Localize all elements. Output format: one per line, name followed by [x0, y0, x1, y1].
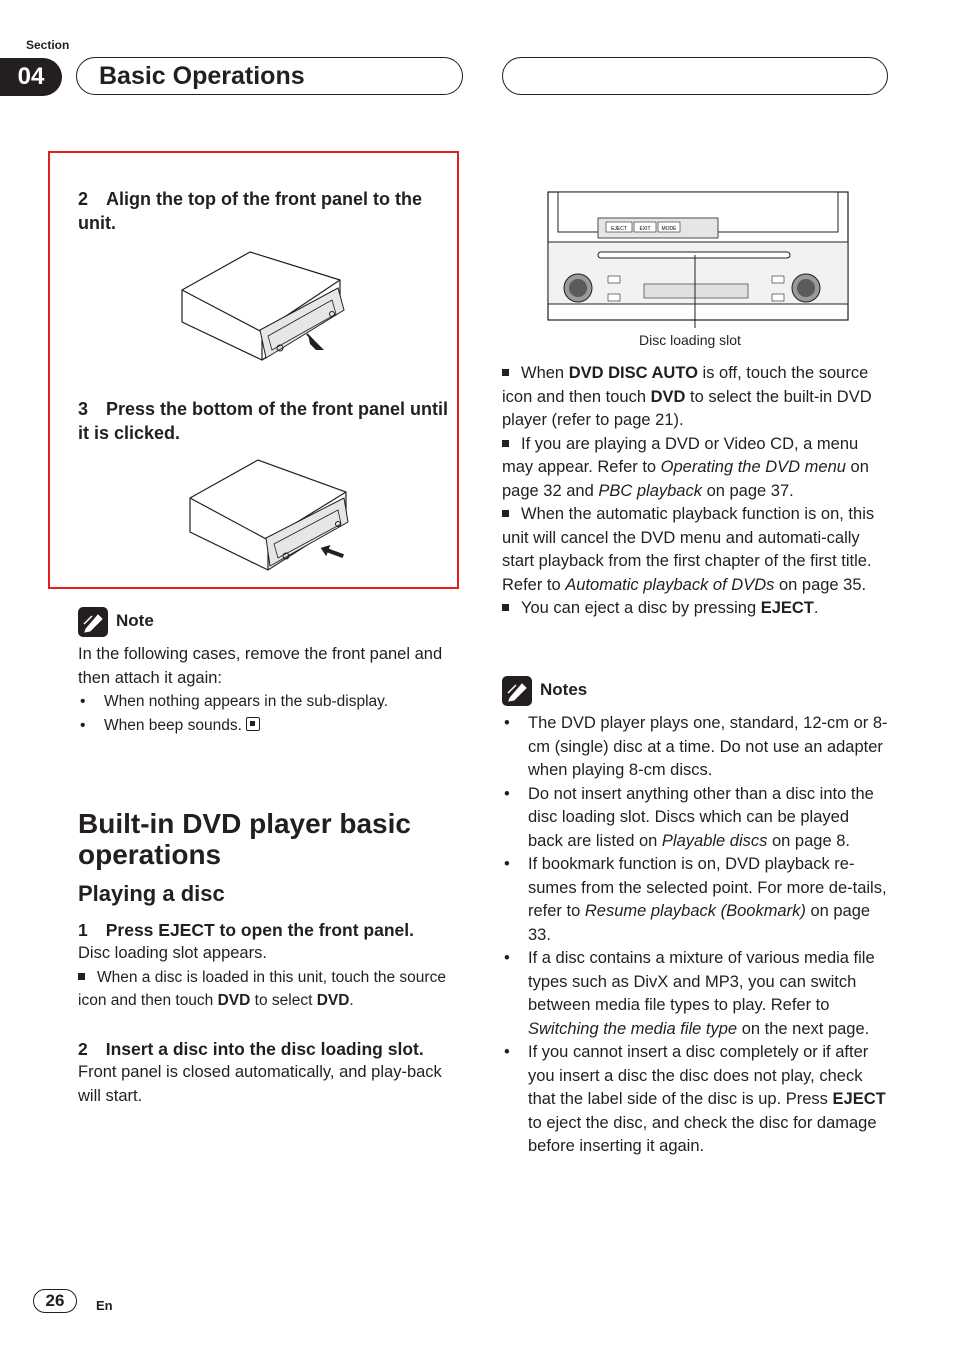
- note-pencil-icon: [502, 675, 532, 706]
- front-panel-press-illustration: [189, 459, 349, 571]
- exit-button-label: EXIT: [639, 226, 650, 232]
- list-item: You can eject a disc by pressing EJECT.: [502, 597, 888, 621]
- step-number: 3: [78, 399, 89, 419]
- chapter-title: Basic Operations: [76, 57, 463, 95]
- stop-end-mark-icon: [245, 716, 260, 731]
- note-bullets: •When nothing appears in the sub-display…: [78, 690, 458, 737]
- note-pencil-icon: [78, 606, 108, 637]
- dvd-unit-illustration: EJECT EXIT MODE: [547, 191, 849, 328]
- section-heading: Built-in DVD player basic operations: [78, 808, 411, 870]
- list-item: •When nothing appears in the sub-display…: [80, 693, 389, 710]
- eject-button-label: EJECT: [611, 226, 627, 232]
- list-item: When the automatic playback function is …: [502, 505, 875, 594]
- notes-list: •The DVD player plays one, standard, 12-…: [502, 712, 888, 1159]
- step-text: Align the top of the front panel to the …: [78, 189, 422, 233]
- step-result: Disc loading slot appears.: [78, 944, 267, 962]
- figure-caption: Disc loading slot: [639, 332, 741, 348]
- front-panel-align-illustration: [181, 251, 345, 361]
- list-item: •Do not insert anything other than a dis…: [504, 784, 874, 850]
- mode-button-label: MODE: [662, 226, 678, 232]
- step-number: 2: [78, 189, 89, 209]
- note-intro: In the following cases, remove the front…: [78, 645, 443, 687]
- list-item: •If bookmark function is on, DVD playbac…: [504, 855, 887, 944]
- front-panel-steps-box: [48, 151, 459, 589]
- step-1-bullet: When a disc is loaded in this unit, touc…: [78, 968, 446, 1009]
- notes-heading: Notes: [502, 675, 587, 706]
- list-item: •When beep sounds.: [78, 714, 458, 738]
- list-item: When DVD DISC AUTO is off, touch the sou…: [502, 364, 872, 429]
- right-bullets: When DVD DISC AUTO is off, touch the sou…: [502, 362, 888, 621]
- note-heading: Note: [78, 606, 154, 637]
- subsection-heading: Playing a disc: [78, 881, 225, 906]
- list-item: •The DVD player plays one, standard, 12-…: [504, 714, 888, 779]
- section-label: Section: [26, 38, 70, 52]
- header-pill-right: [502, 57, 888, 95]
- list-item: If you are playing a DVD or Video CD, a …: [502, 434, 869, 500]
- page-number: 26: [33, 1289, 77, 1313]
- step-result: Front panel is closed automatically, and…: [78, 1063, 442, 1105]
- language-code: En: [96, 1298, 113, 1313]
- list-item: •If you cannot insert a disc completely …: [504, 1043, 886, 1155]
- step-text: Press the bottom of the front panel unti…: [78, 399, 449, 443]
- section-number: 04: [0, 58, 62, 96]
- list-item: •If a disc contains a mixture of various…: [504, 949, 875, 1038]
